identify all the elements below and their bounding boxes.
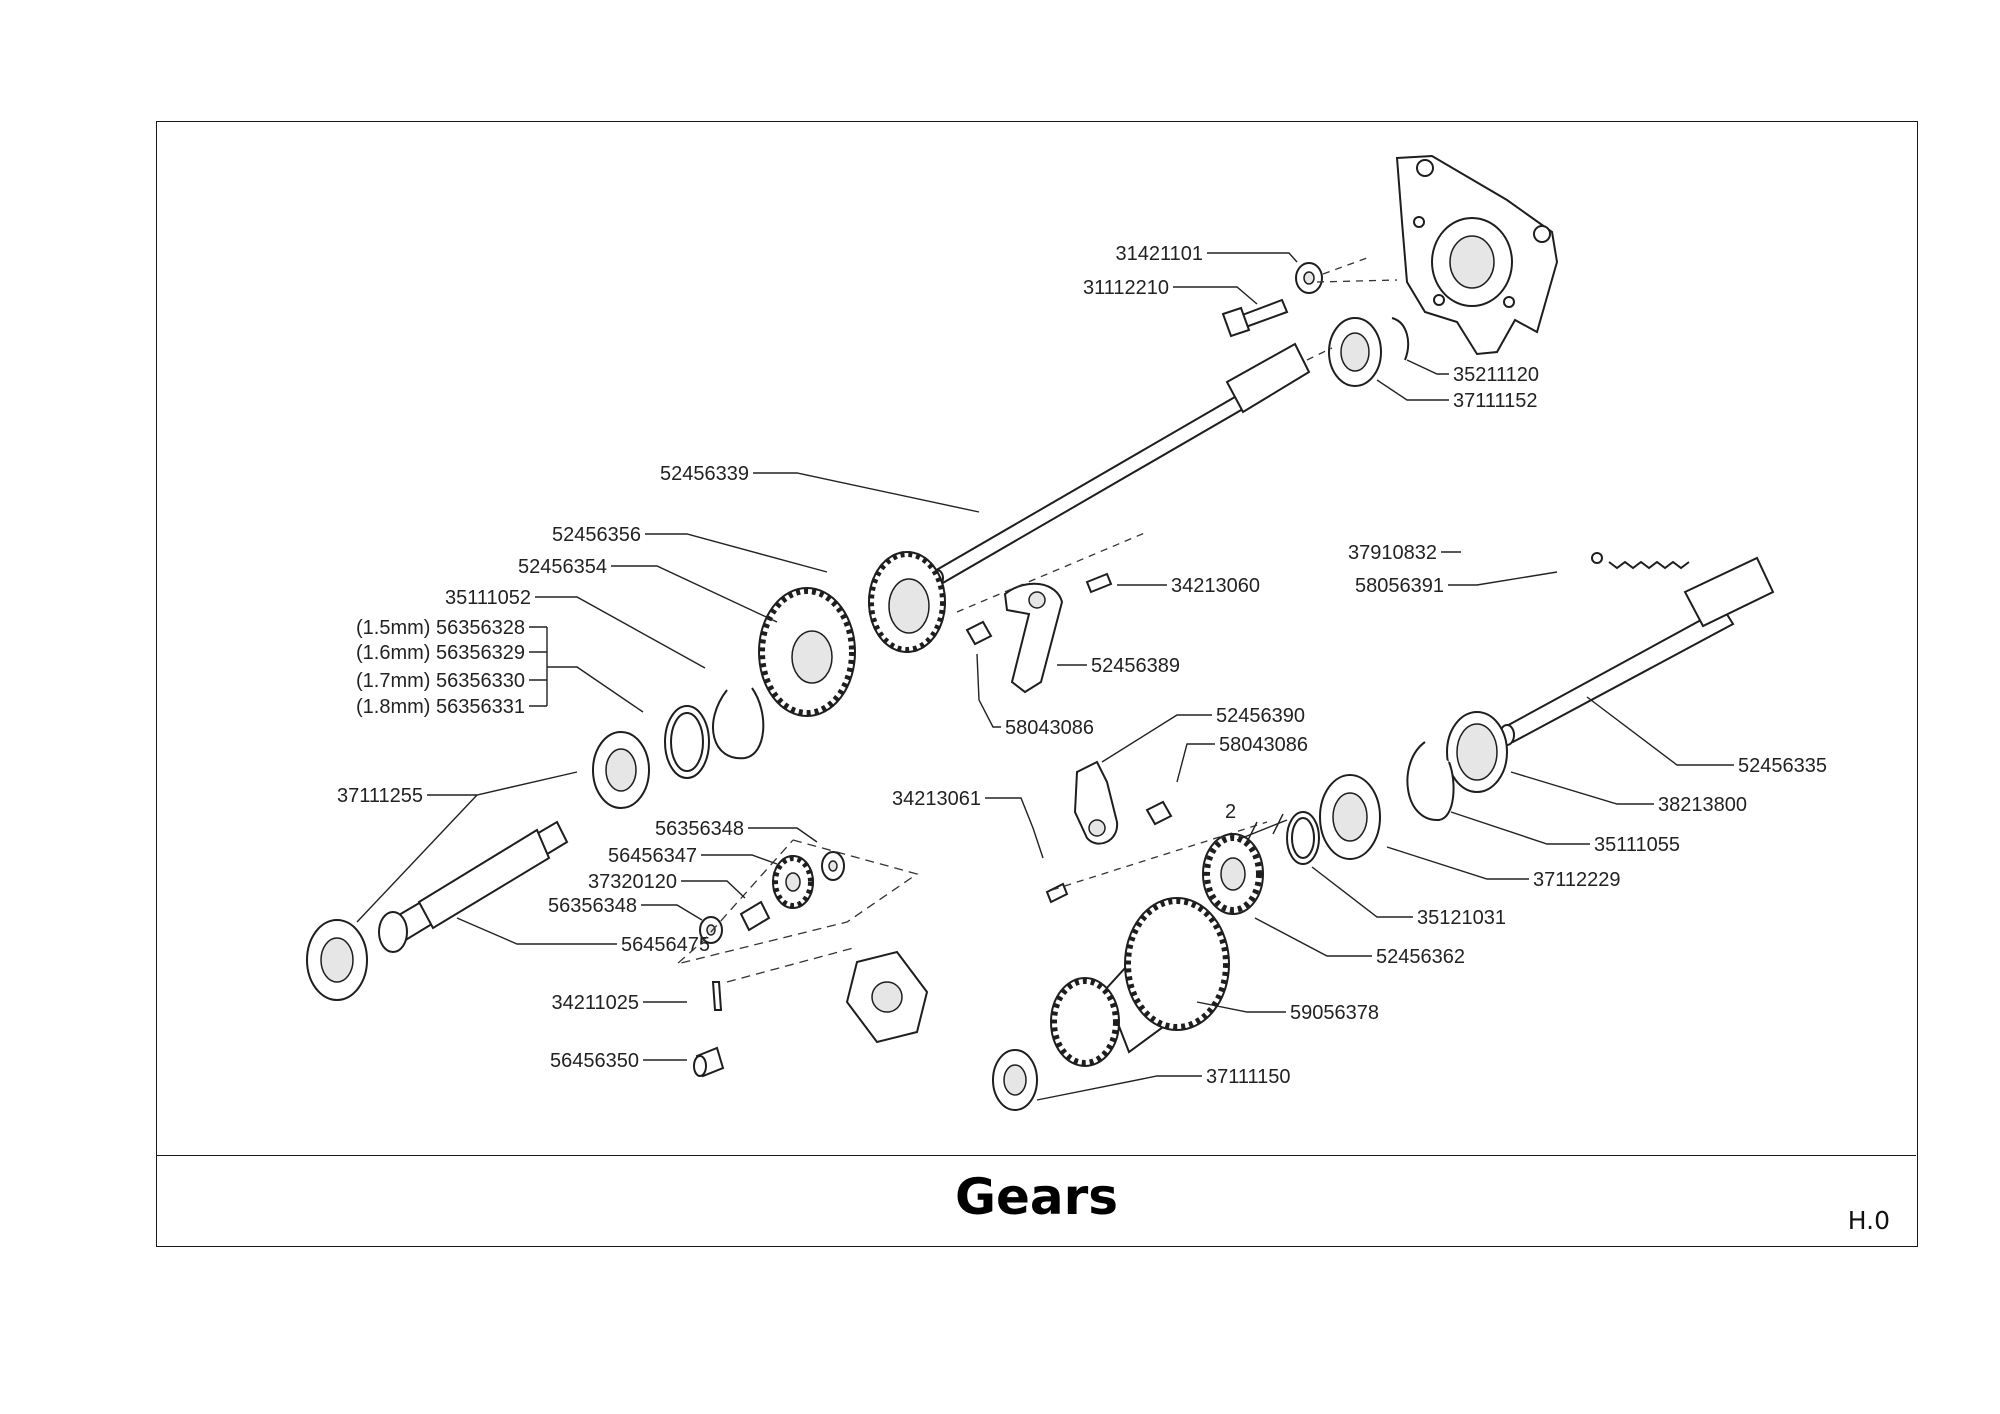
washer-56356348-a <box>821 851 845 881</box>
bearing-37111150 <box>992 1049 1038 1111</box>
label-56356328: (1.5mm) 56356328 <box>356 617 525 639</box>
label-52456362: 52456362 <box>1376 946 1465 968</box>
ball-37910832 <box>1591 552 1603 564</box>
shaft-52456339 <box>930 342 1333 587</box>
clip-35111055 <box>1406 741 1455 822</box>
label-35111052: 35111052 <box>445 587 531 609</box>
label-52456339: 52456339 <box>660 463 749 485</box>
label-56356329: (1.6mm) 56356329 <box>356 642 525 664</box>
clip-35211120 <box>1391 317 1410 361</box>
pin-34213060 <box>1085 572 1113 594</box>
label-52456389: 52456389 <box>1091 655 1180 677</box>
label-37910832: 37910832 <box>1348 542 1437 564</box>
slider-58043086-b <box>1145 800 1173 826</box>
seal-38213800 <box>1446 711 1508 793</box>
label-37111152: 37111152 <box>1453 390 1538 412</box>
needle-bearing-37320120 <box>739 900 771 932</box>
label-52456390: 52456390 <box>1216 705 1305 727</box>
assembly-outline <box>676 839 919 983</box>
washer-56356348-b <box>699 916 723 944</box>
label-37111150: 37111150 <box>1206 1066 1291 1088</box>
label-34213060: 34213060 <box>1171 575 1260 597</box>
label-56356348-b: 56356348 <box>548 895 637 917</box>
label-37320120: 37320120 <box>588 871 677 893</box>
label-58056391: 58056391 <box>1355 575 1444 597</box>
label-59056378: 59056378 <box>1290 1002 1379 1024</box>
drawing-sheet: 31421101 31112210 35211120 37111152 5245… <box>156 121 1918 1247</box>
worm-shaft-56456475 <box>378 820 569 953</box>
label-56456350: 56456350 <box>550 1050 639 1072</box>
label-35211120: 35211120 <box>1453 364 1539 386</box>
gear-52456356 <box>868 551 946 653</box>
label-56356348-a: 56356348 <box>655 818 744 840</box>
screw-31112210 <box>1221 257 1398 338</box>
spring-58056391 <box>1608 560 1690 570</box>
clutch-52456362 <box>1202 833 1264 915</box>
bearing-37111152 <box>1328 317 1382 387</box>
exploded-gear-diagram: 31421101 31112210 35211120 37111152 5245… <box>306 154 1827 1111</box>
title-block: Gears H.0 <box>157 1155 1916 1246</box>
label-52456354: 52456354 <box>518 556 607 578</box>
slider-58043086-a <box>956 531 1148 646</box>
label-58043086-b: 58043086 <box>1219 734 1308 756</box>
bearing-37111255-lower <box>306 919 368 1001</box>
label-37111255: 37111255 <box>337 785 423 807</box>
label-34211025: 34211025 <box>552 992 640 1014</box>
label-52456335: 52456335 <box>1738 755 1827 777</box>
label-52456356: 52456356 <box>552 524 641 546</box>
page-title: Gears <box>954 1168 1119 1226</box>
label-56356331: (1.8mm) 56356331 <box>356 696 525 718</box>
part-labels: 31421101 31112210 35211120 37111152 5245… <box>337 243 1827 1088</box>
label-34213061: 34213061 <box>892 788 981 810</box>
lever-52456390 <box>1073 760 1119 845</box>
sleeve-56456350 <box>693 1046 725 1078</box>
leader-lines <box>356 252 1734 1101</box>
gear-cluster-59056378 <box>1050 897 1230 1067</box>
washer-31421101 <box>1295 262 1323 294</box>
small-gear-56456347 <box>772 855 814 909</box>
dimension-label: 2 <box>1225 801 1236 823</box>
pin-34211025 <box>711 981 723 1011</box>
gear-52456354 <box>758 587 856 717</box>
eccentric-hub <box>845 950 929 1044</box>
bearing-37112229 <box>1319 774 1381 860</box>
label-56456347: 56456347 <box>608 845 697 867</box>
gearbox-housing <box>1395 154 1559 356</box>
label-56456475: 56456475 <box>621 934 710 956</box>
label-37112229: 37112229 <box>1533 869 1621 891</box>
label-31112210: 31112210 <box>1083 277 1169 299</box>
lever-52456389 <box>1003 582 1064 694</box>
dimension-2 <box>1236 813 1288 843</box>
label-35121031: 35121031 <box>1417 907 1506 929</box>
label-58043086-a: 58043086 <box>1005 717 1094 739</box>
clip-35111052 <box>712 687 765 760</box>
ring-35121031 <box>1286 811 1320 865</box>
label-31421101: 31421101 <box>1116 243 1204 265</box>
label-56356330: (1.7mm) 56356330 <box>356 670 525 692</box>
label-35111055: 35111055 <box>1594 834 1680 856</box>
shaft-52456335 <box>1499 556 1775 746</box>
label-38213800: 38213800 <box>1658 794 1747 816</box>
sheet-code: H.0 <box>1847 1206 1890 1235</box>
bearing-37111255-upper <box>592 731 650 809</box>
shim-ring <box>664 705 710 779</box>
